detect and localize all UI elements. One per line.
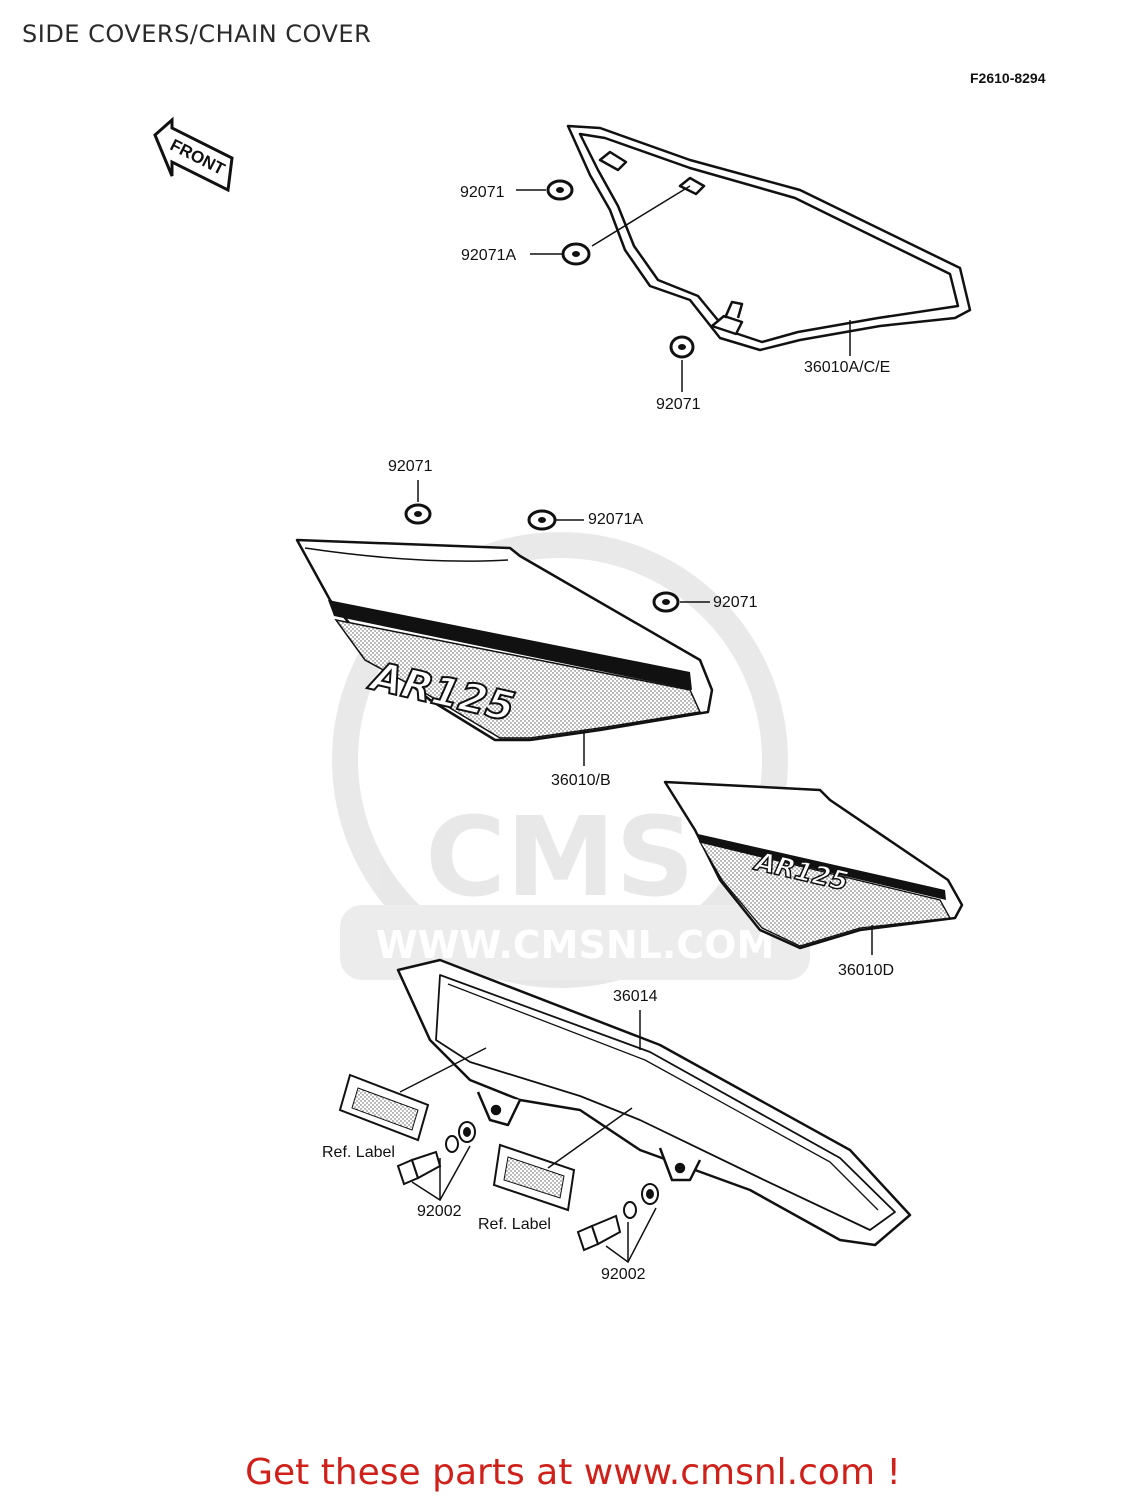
part-label-p14: 92002: [601, 1266, 646, 1283]
exploded-parts-diagram: CMS WWW.CMSNL.COM FRONT: [153, 116, 972, 1283]
part-label-p6: 92071A: [588, 511, 643, 528]
figure-code: F2610-8294: [970, 70, 1046, 86]
bolt-92002-b: [576, 1183, 659, 1252]
page-title: SIDE COVERS/CHAIN COVER: [22, 20, 372, 48]
leader-lines-middle: [417, 480, 710, 766]
part-label-p7: 92071: [713, 594, 758, 611]
grommet-92071-d: [652, 591, 680, 613]
part-label-p1: 92071: [460, 184, 505, 201]
grommet-92071-b: [669, 335, 695, 359]
grommet-92071-c: [404, 503, 432, 525]
watermark: CMS WWW.CMSNL.COM: [332, 532, 810, 988]
ref-label-b: [492, 1143, 576, 1212]
part-label-p9: 36010D: [838, 962, 894, 979]
bolt-92002-a: [396, 1121, 476, 1186]
footer-link[interactable]: Get these parts at www.cmsnl.com !: [245, 1452, 901, 1493]
leader-lines-top: [516, 185, 851, 392]
part-label-p8: 36010/B: [551, 772, 611, 789]
part-label-p12: 92002: [417, 1203, 462, 1220]
leader-lines-labels: [399, 1047, 633, 1169]
front-arrow-icon: FRONT: [153, 116, 234, 193]
side-cover-36010d: AR125: [663, 780, 964, 950]
chain-cover-36014: [396, 958, 912, 1247]
part-label-p11: Ref. Label: [322, 1144, 395, 1161]
grommet-92071-a: [546, 179, 574, 201]
part-label-p13: Ref. Label: [478, 1216, 551, 1233]
part-label-p10: 36014: [613, 988, 658, 1005]
side-cover-36010ace: [566, 124, 972, 352]
part-label-p5: 92071: [388, 458, 433, 475]
part-label-p3: 92071: [656, 396, 701, 413]
part-label-p2: 92071A: [461, 247, 516, 264]
watermark-brand: CMS: [425, 793, 694, 921]
part-label-p4: 36010A/C/E: [804, 359, 890, 376]
grommet-92071a-b: [527, 509, 557, 531]
side-cover-36010b: AR125: [295, 538, 714, 742]
ref-label-a: [338, 1073, 430, 1142]
grommet-92071a-a: [561, 242, 591, 266]
leader-lines-bolts: [411, 1145, 657, 1264]
